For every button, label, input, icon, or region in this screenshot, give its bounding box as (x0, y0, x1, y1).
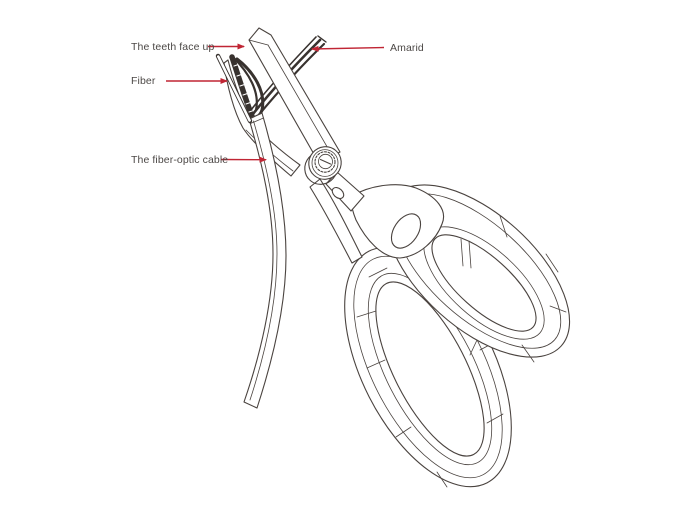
handle-loop-lower-contour (353, 255, 503, 479)
pivot-screw (304, 146, 345, 200)
handle-loop-lower-hole (375, 281, 485, 457)
fork-plate (350, 184, 444, 259)
blade-tangs (309, 171, 365, 264)
cable-jacket (243, 112, 287, 409)
fiber-optic-cable (243, 112, 287, 409)
thumb-hole (390, 213, 422, 249)
fiber-strand (217, 55, 251, 122)
grip-segment-lines (460, 215, 567, 363)
label-fiber-optic-cable: The fiber-optic cable (131, 153, 229, 166)
handle-fork-plate (350, 184, 444, 259)
handle-loop-lower-inner-contour (367, 272, 493, 466)
label-teeth-face-up: The teeth face up (131, 40, 215, 53)
label-amarid: Amarid (390, 41, 424, 54)
handle-loop-upper-hole (431, 234, 537, 332)
handle-loop-lower (344, 246, 512, 488)
leader-amarid (311, 45, 385, 52)
upper-tang (325, 171, 365, 212)
serrated-teeth (229, 54, 256, 122)
screw-slot (319, 158, 332, 165)
blade-stop (331, 186, 345, 200)
label-fiber: Fiber (131, 75, 156, 87)
teeth-serrations (233, 63, 256, 113)
bare-fiber (215, 53, 253, 124)
lower-tang (309, 178, 363, 264)
jacket-cut-end (248, 112, 263, 120)
upper-blade (248, 27, 341, 164)
leader-lines (166, 43, 385, 163)
knurled-ring (314, 151, 336, 173)
